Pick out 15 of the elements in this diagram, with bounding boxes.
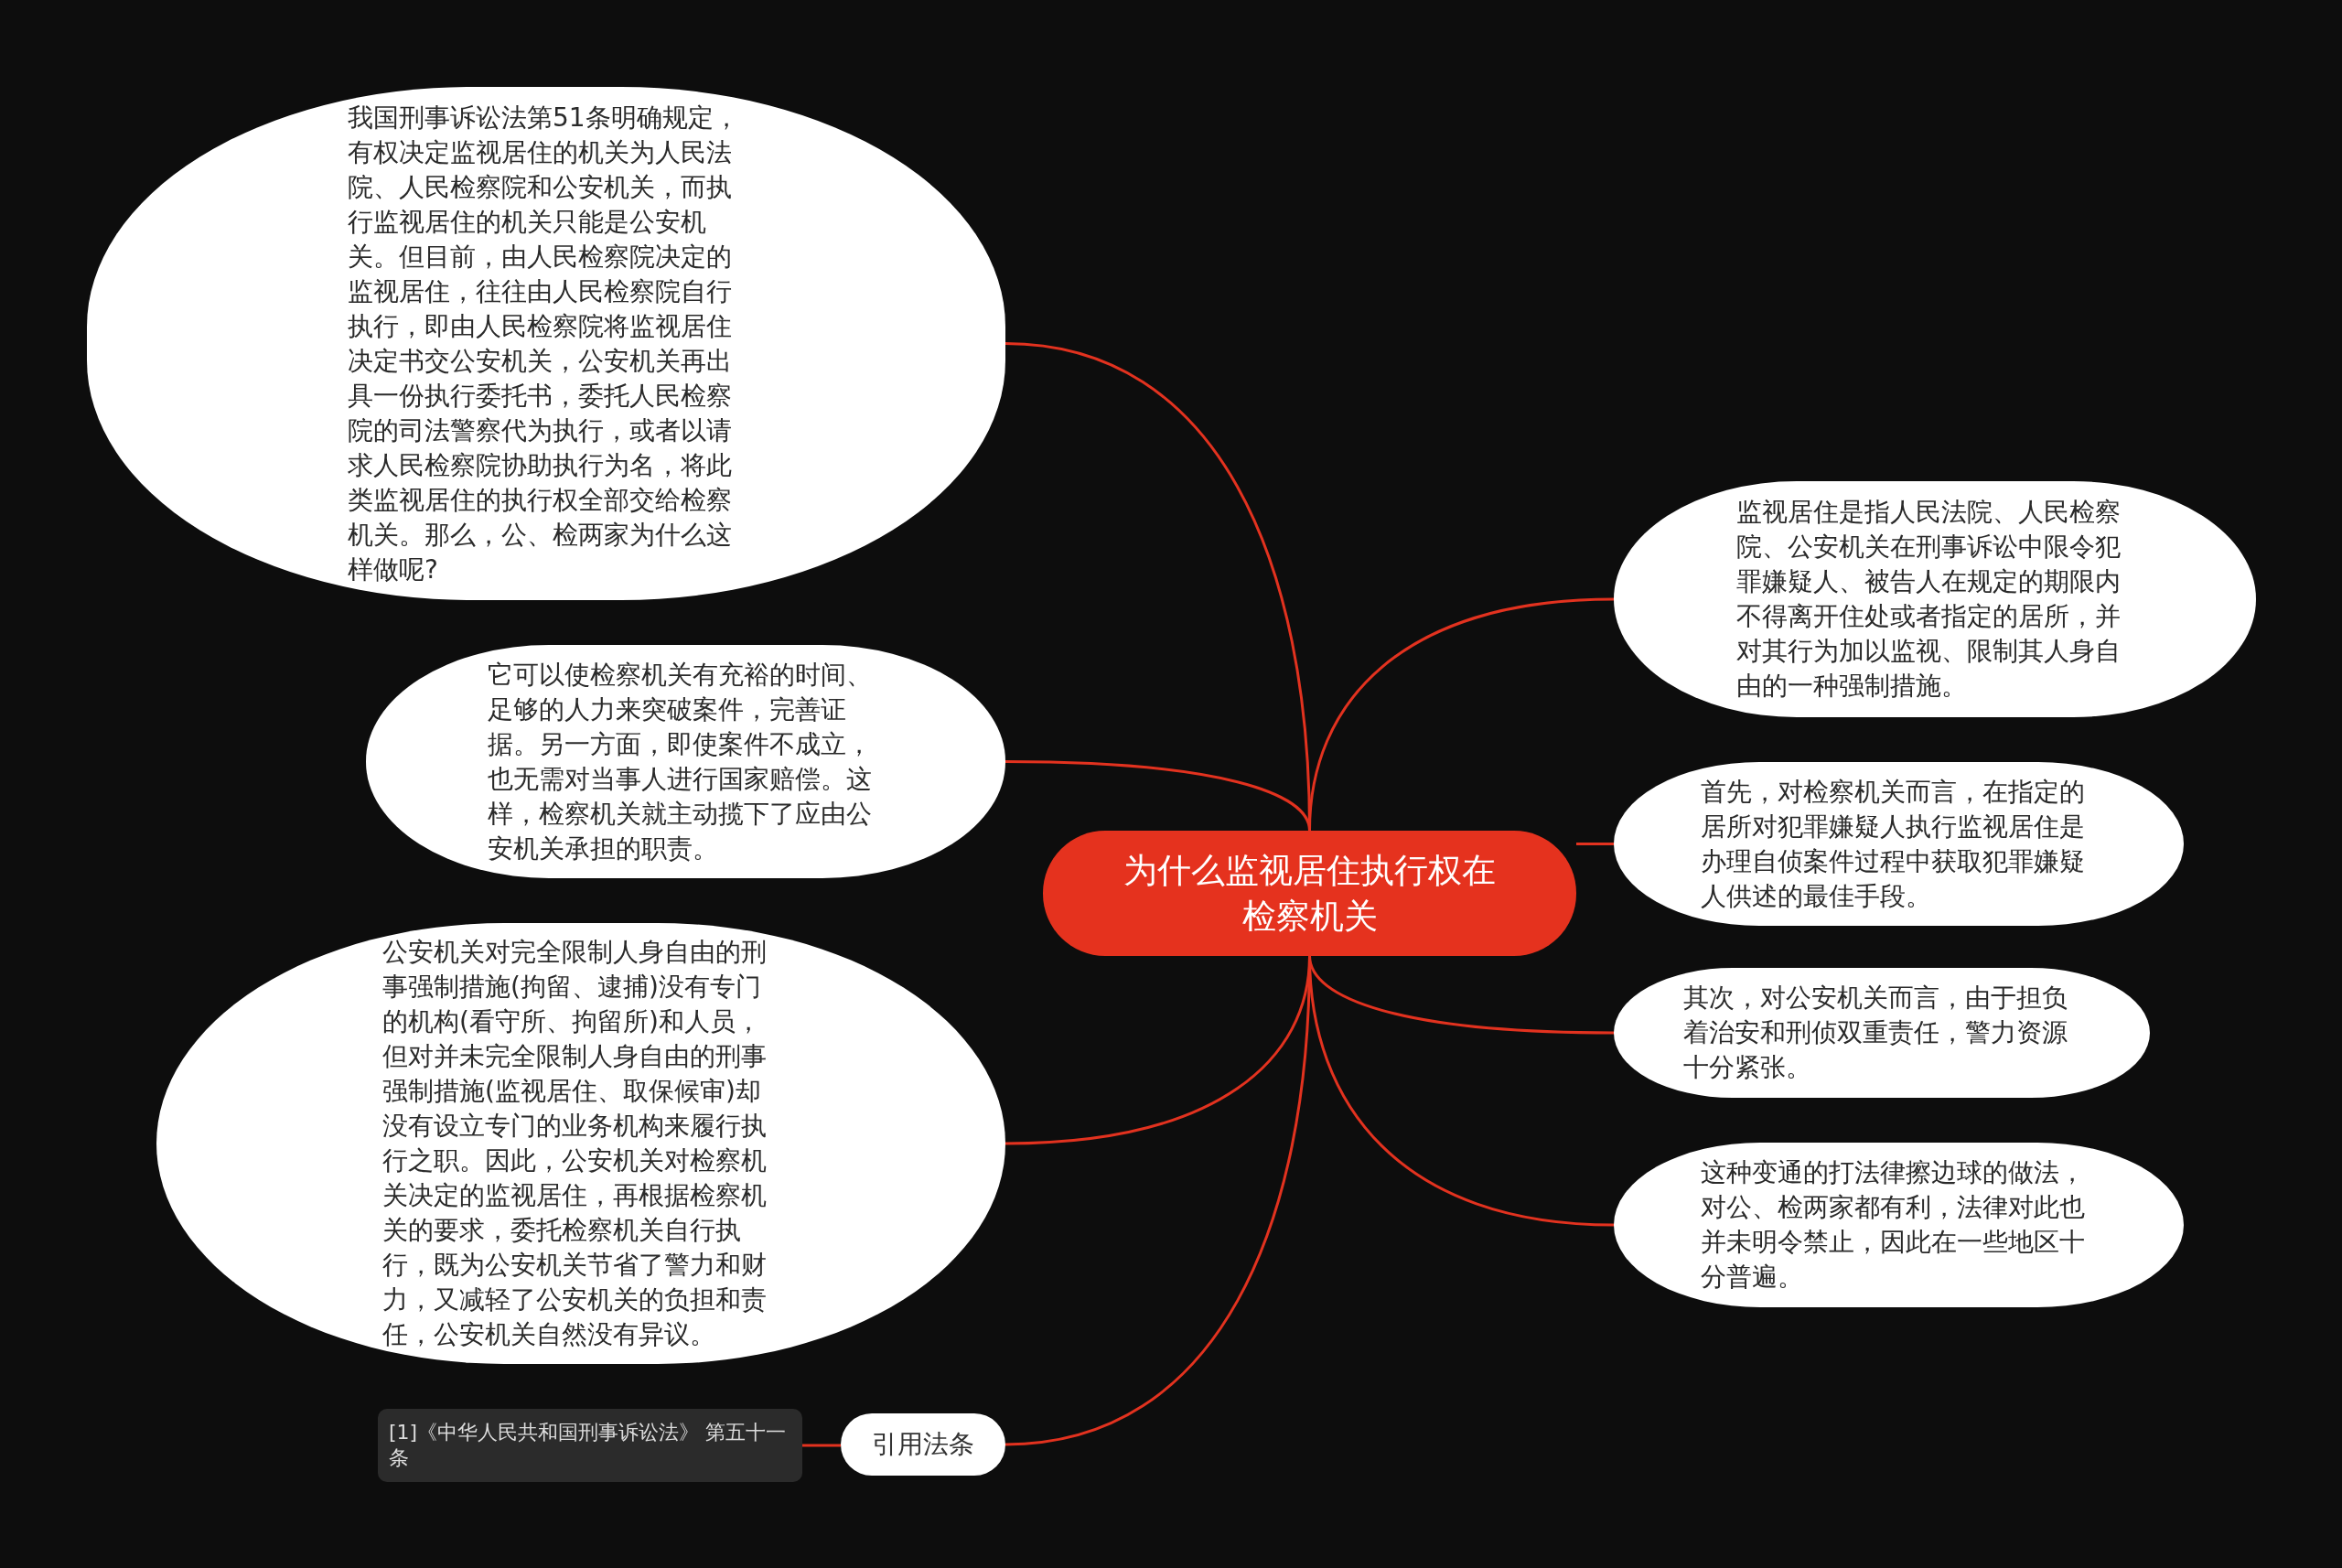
connector-line xyxy=(1308,955,1615,1227)
topic-text: 我国刑事诉讼法第51条明确规定，有权决定监视居住的机关为人民法院、人民检察院和公安机关，而执行监视居住的机关只能是公安机关。但目前，由人民检察院决定的监视居住，往往由人民检察院自行执行，即由人民检察院将监视居住决定书交公安机关，公安机关再出具一份执行委托书，委托人民检察院的司法警察代为执行，或者以请求人民检察院协助执行为名，将此类监视居住的执行权全部交给检察机关。那么，公、检两家为什么这样做呢? xyxy=(348,101,740,586)
topic-text: 为什么监视居住执行权在检察机关 xyxy=(1123,849,1497,938)
connector-line xyxy=(802,1444,841,1447)
connector-line xyxy=(1308,597,1615,832)
citation-text: [1]《中华人民共和国刑事诉讼法》 第五十一条 xyxy=(389,1420,788,1471)
topic-text: 引用法条 xyxy=(872,1428,974,1461)
topic-text: 这种变通的打法律擦边球的做法，对公、检两家都有利，法律对此也并未明令禁止，因此在一些地区十分普遍。 xyxy=(1700,1156,2086,1294)
topic-text: 它可以使检察机关有充裕的时间、足够的人力来突破案件，完善证据。另一方面，即使案件不成立，也无需对当事人进行国家赔偿。这样，检察机关就主动揽下了应由公安机关承担的职责。 xyxy=(487,658,873,865)
topic-text: 首先，对检察机关而言，在指定的居所对犯罪嫌疑人执行监视居住是办理自侦案件过程中获取犯罪嫌疑人供述的最佳手段。 xyxy=(1700,775,2086,913)
citation-box xyxy=(378,1409,802,1482)
topic-text: 公安机关对完全限制人身自由的刑事强制措施(拘留、逮捕)没有专门的机构(看守所、拘留所)和人员，但对并未完全限制人身自由的刑事强制措施(监视居住、取保候审)却没有设立专门的业务机构来履行执行之职。因此，公安机关对检察机关决定的监视居住，再根据检察机关的要求，委托检察机关自行执行，既为公安机关节省了警力和财力，又减轻了公安机关的负担和责任，公安机关自然没有异议。 xyxy=(382,936,768,1351)
connector-line xyxy=(1576,843,1614,845)
topic-text: 监视居住是指人民法院、人民检察院、公安机关在刑事诉讼中限令犯罪嫌疑人、被告人在规定的期限内不得离开住处或者指定的居所，并对其行为加以监视、限制其人身自由的一种强制措施。 xyxy=(1736,496,2122,703)
topic-text: 其次，对公安机关而言，由于担负着治安和刑侦双重责任，警力资源十分紧张。 xyxy=(1683,982,2068,1084)
